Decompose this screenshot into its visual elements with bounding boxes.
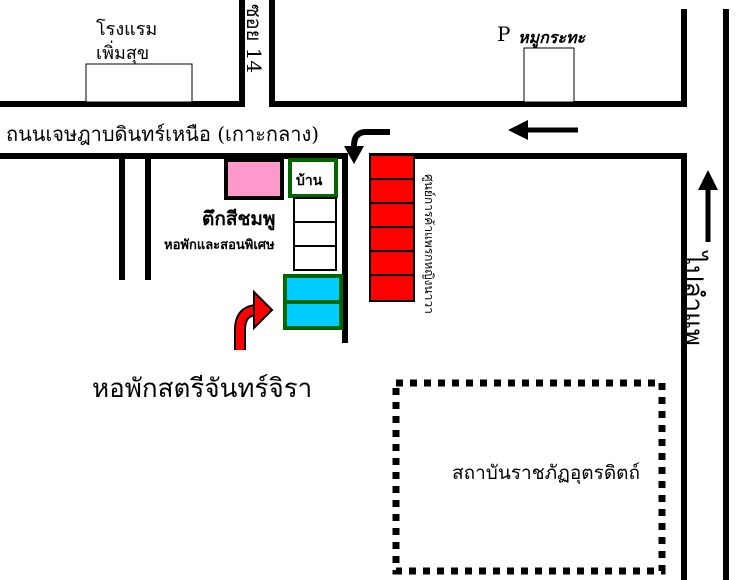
room-1 (293, 197, 337, 223)
road-edge-upper-left (0, 0, 245, 107)
to-road-label: ไปลำแพ (678, 252, 708, 347)
curve-down-arrow-icon (344, 129, 390, 164)
house-label: บ้าน (296, 173, 323, 189)
university-label: สถาบันราชภัฏอุตรดิตถ์ (452, 462, 641, 484)
road-edge-lower-left (0, 153, 348, 343)
arrow-up-icon (698, 170, 718, 242)
university-area (392, 379, 666, 575)
red-shop-row (369, 154, 415, 302)
parking-label: P (497, 22, 511, 46)
side-lane (119, 156, 151, 280)
red-curve-arrow-icon (234, 289, 274, 350)
pink-building (224, 158, 284, 200)
parking-name-label: หมูกระทะ (518, 28, 586, 47)
parking-building (523, 47, 575, 103)
red-shops-label: ศูนย์การค้าแพรกหญิงนาวา (422, 174, 436, 314)
room-2 (293, 221, 337, 247)
house-building (288, 158, 338, 198)
dorm-label: หอพักสตรีจันทร์จิรา (92, 374, 313, 404)
arrow-left-icon (508, 120, 578, 140)
soi-label: ซอย 14 (242, 4, 266, 74)
hotel-building (85, 63, 193, 103)
road-edge-lower-mid (369, 153, 687, 580)
main-road-label: ถนนเจษฎาบดินทร์เหนือ (เกาะกลาง) (6, 122, 320, 146)
road-edge-upper-right (269, 0, 687, 107)
hotel-label: โรงแรม (96, 19, 158, 40)
room-3 (293, 245, 337, 271)
pink-building-sub-label: หอพักและสอนพิเศษ (164, 238, 275, 253)
road-edges (0, 0, 729, 580)
hotel-name-label: เพิ่มสุข (96, 43, 150, 64)
pink-building-label: ตึกสีชมพู (202, 208, 276, 230)
dorm-building-lower (283, 300, 343, 330)
dorm-building-upper (283, 274, 343, 304)
